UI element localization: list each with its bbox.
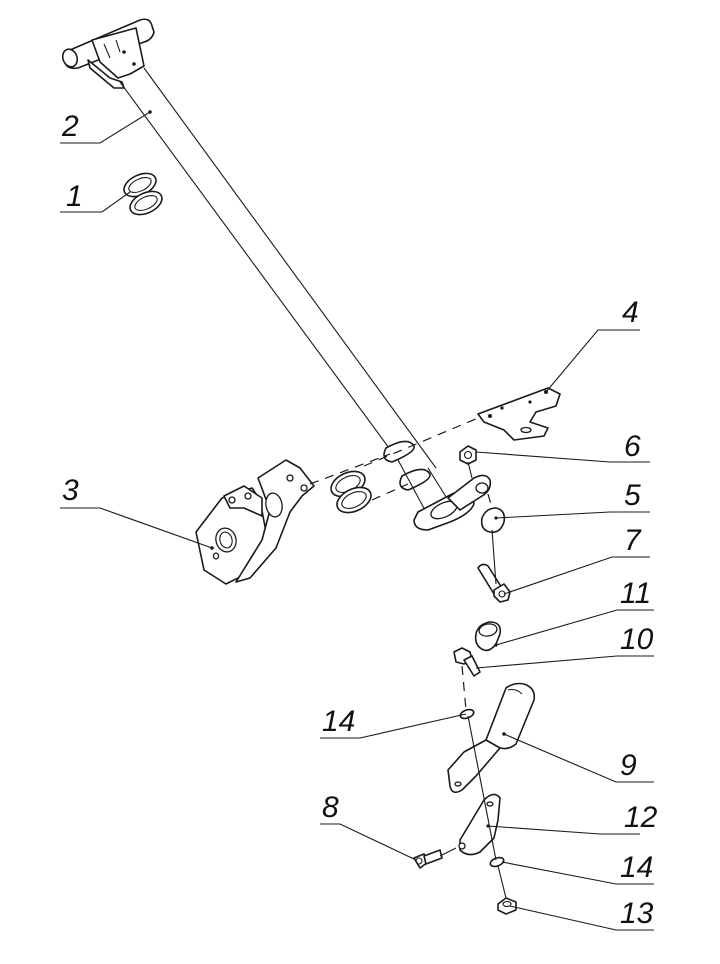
callout-1: 1 [66, 180, 83, 213]
callout-7: 7 [624, 524, 642, 557]
part-5-bushing [480, 507, 506, 534]
part-11-bolt [453, 647, 481, 677]
callout-10: 9 [620, 749, 637, 782]
callout-2: 2 [61, 110, 79, 143]
part-6-nut [459, 445, 477, 465]
spring-set-middle [330, 470, 372, 514]
callout-9: 12 [624, 801, 658, 834]
part-4-mounting-plate [477, 387, 561, 441]
part-2-column-tube [61, 18, 492, 531]
callout-4: 4 [622, 296, 639, 329]
part-7-bolt [477, 563, 511, 603]
callout-12: 11 [620, 577, 651, 610]
callout-3: 3 [62, 474, 79, 507]
part-8-bolt [413, 849, 443, 869]
part-10-arm-sleeve [447, 682, 536, 794]
callout-11: 10 [620, 623, 654, 656]
callout-6: 6 [624, 430, 641, 463]
part-14-washer-upper [459, 708, 475, 720]
part-3-mount-bracket [195, 459, 315, 585]
callout-14-lower: 14 [620, 851, 653, 884]
part-9-lever [458, 793, 501, 856]
callout-13: 13 [620, 897, 654, 930]
callout-labels: 2 1 3 4 6 5 7 11 10 14 9 8 12 14 13 [61, 110, 658, 930]
part-1-spring-set [123, 172, 163, 216]
callout-5: 5 [624, 479, 641, 512]
part-13-nut [497, 897, 517, 915]
assembly-lines [309, 417, 507, 899]
callout-14-upper: 14 [322, 705, 355, 738]
part-12-bushing [474, 621, 502, 652]
callout-8: 8 [322, 791, 339, 824]
leader-lines [60, 111, 654, 931]
